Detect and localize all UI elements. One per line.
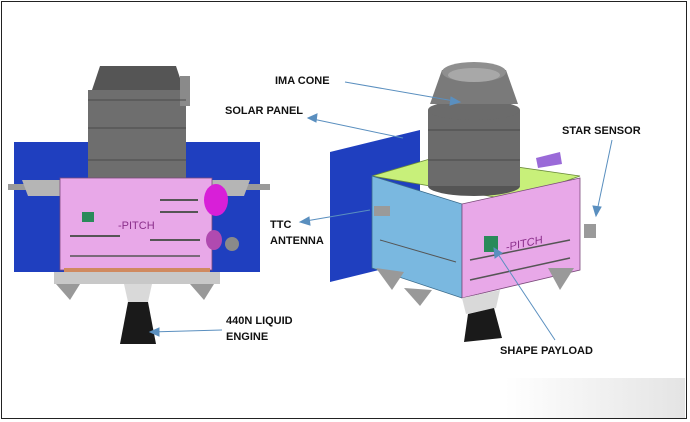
right-engine-bell xyxy=(464,308,502,342)
left-ima-cone xyxy=(88,90,186,182)
label-ttc-antenna-line1: TTC xyxy=(270,219,292,231)
left-pitch-label: -PITCH xyxy=(118,220,155,232)
right-spacecraft xyxy=(330,62,596,342)
left-ima-cone-top xyxy=(92,66,184,90)
label-ttc-antenna-line2: ANTENNA xyxy=(270,235,324,247)
left-engine-bell xyxy=(120,302,156,344)
label-engine-line2: ENGINE xyxy=(226,331,269,343)
label-ima-cone: IMA CONE xyxy=(275,75,330,87)
label-solar-panel: SOLAR PANEL xyxy=(225,105,304,117)
left-spacecraft xyxy=(8,66,270,344)
watermark-fade xyxy=(505,378,685,418)
left-body xyxy=(59,177,213,271)
callout-arrows xyxy=(148,81,613,341)
label-star-sensor: STAR SENSOR xyxy=(562,125,641,137)
right-ima-cone xyxy=(428,110,520,186)
label-engine-line1: 440N LIQUID xyxy=(226,315,293,327)
label-shape-payload: SHAPE PAYLOAD xyxy=(500,345,593,357)
